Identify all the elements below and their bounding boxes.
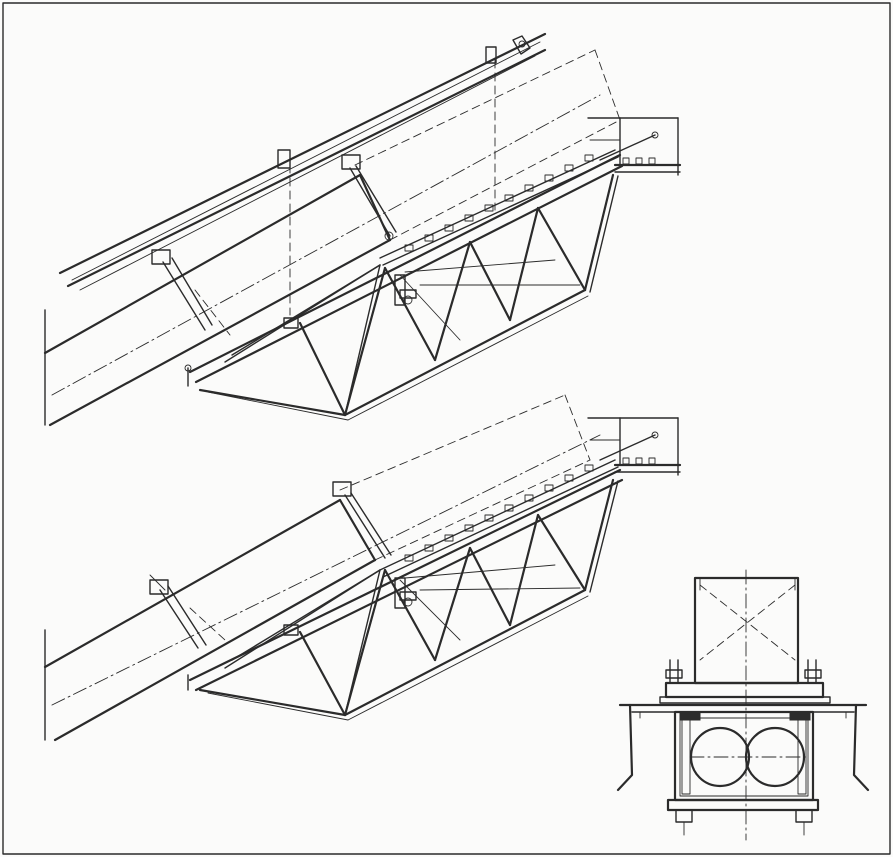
launching-beam xyxy=(58,32,547,291)
truss-girder-upper xyxy=(184,149,624,421)
girder-segment-lower xyxy=(43,394,601,742)
upper-elevation-view xyxy=(43,32,682,427)
cross-section-view xyxy=(616,569,870,841)
girder-segment-upper xyxy=(43,49,621,427)
pier-head-lower xyxy=(587,417,682,476)
pier-head-upper xyxy=(587,117,682,176)
lower-elevation-view xyxy=(43,394,682,742)
truss-girder-lower xyxy=(187,459,624,721)
